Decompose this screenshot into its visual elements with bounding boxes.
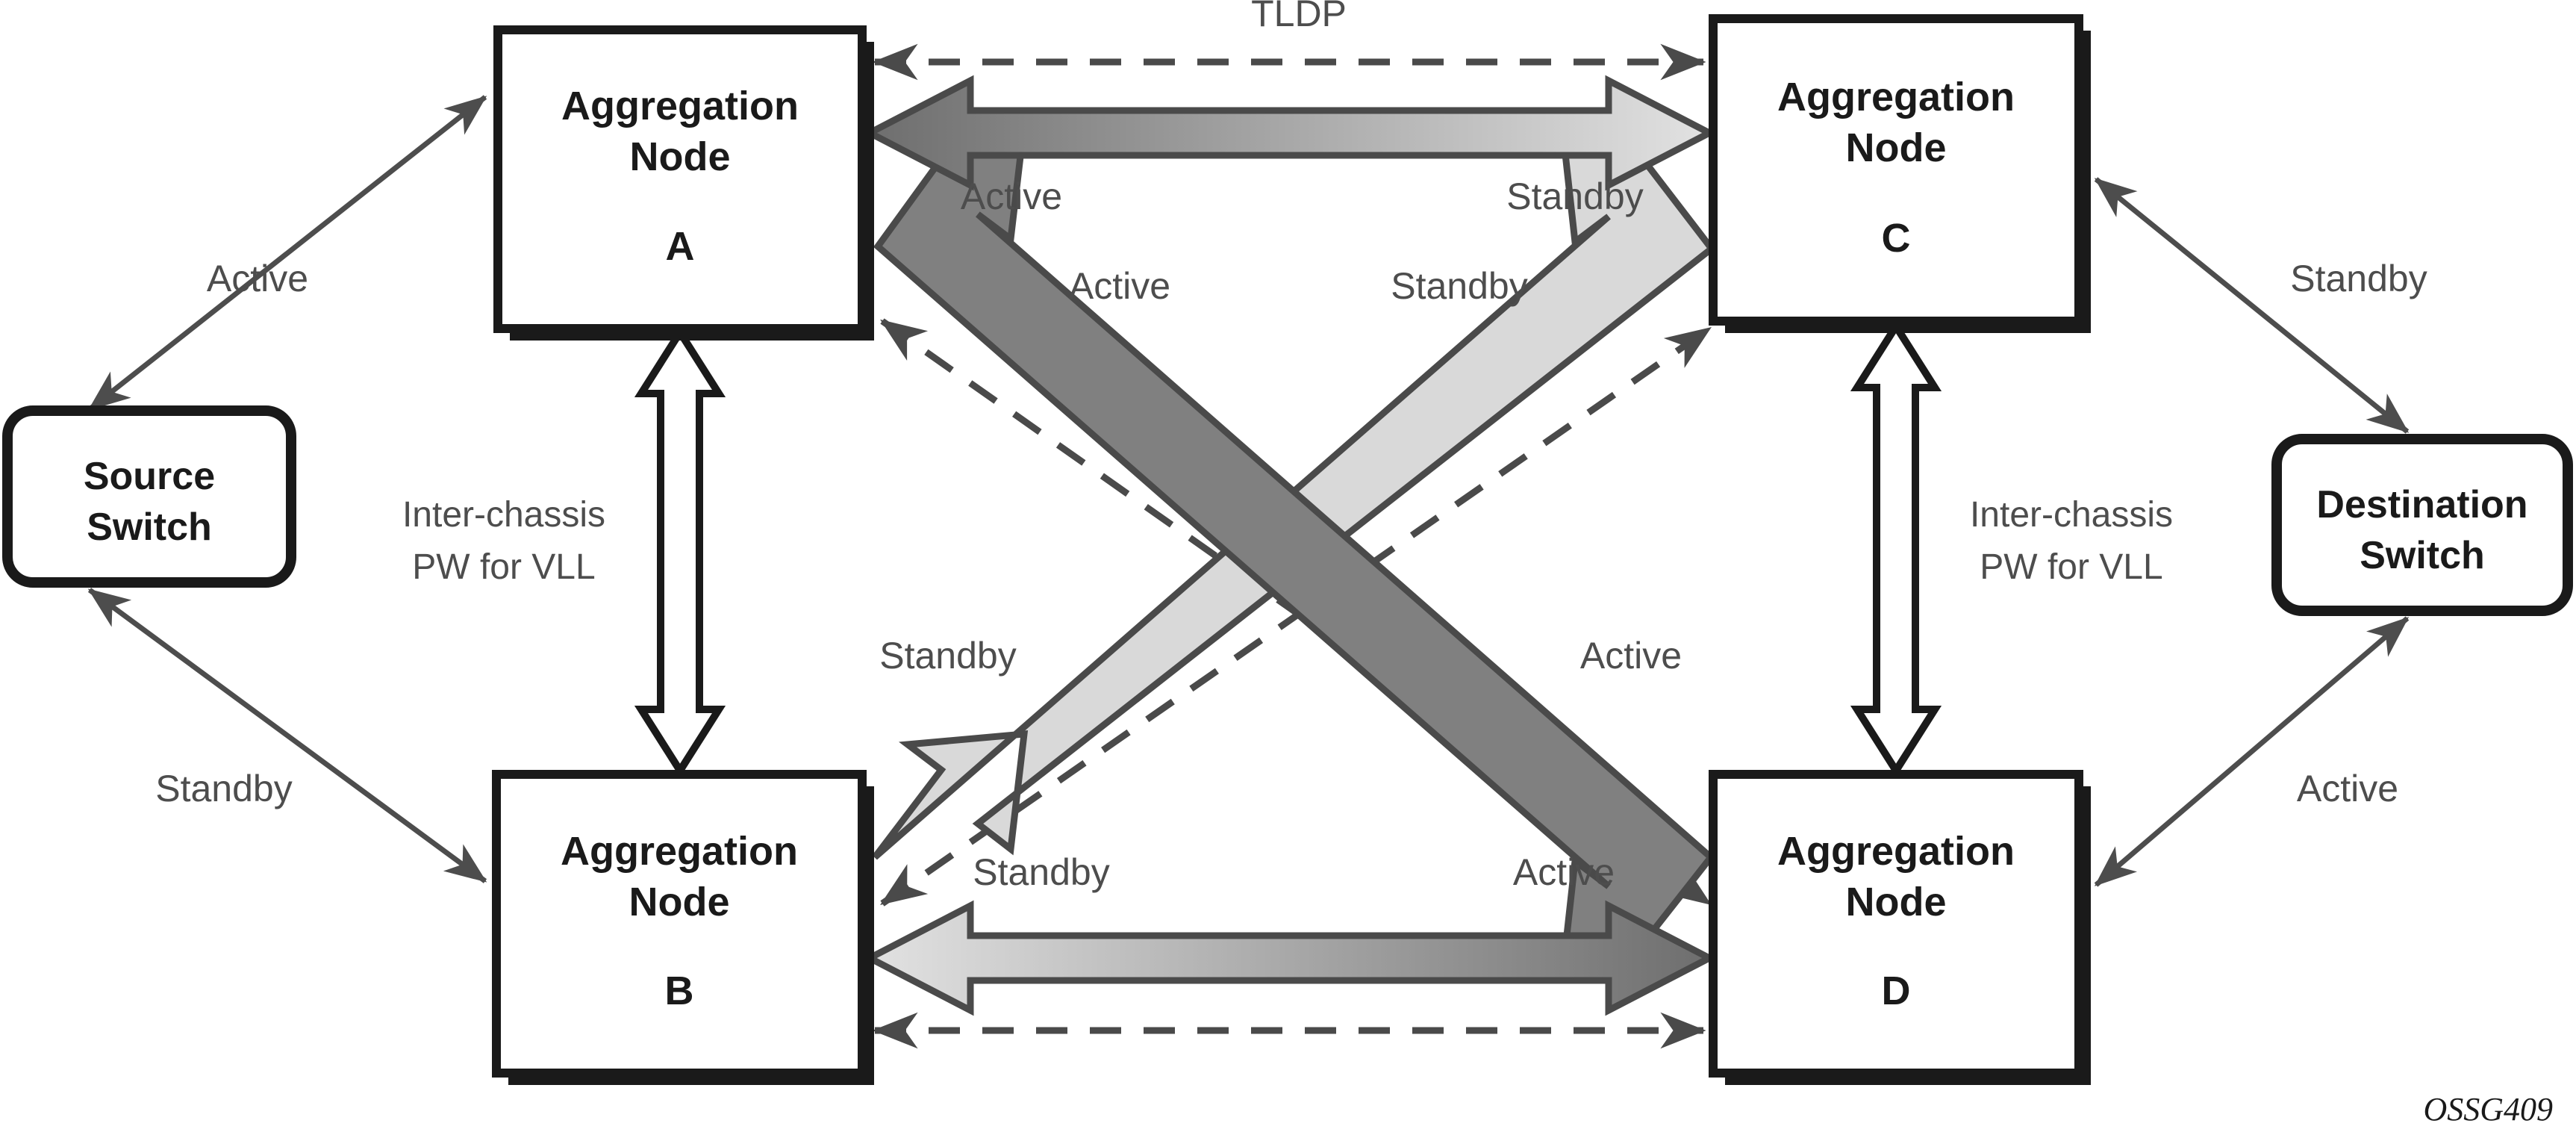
destination-switch-line2: Switch [2360,534,2485,577]
edge-source-to-node-b [87,588,487,883]
label-tldp: TLDP [1251,0,1347,34]
label-icpw-right-line1: Inter-chassis [1970,495,2173,535]
edge-source-to-node-a [87,95,487,411]
figure-id-label: OSSG409 [2423,1091,2553,1128]
node-source-switch[interactable]: Source Switch [2,405,296,588]
label-destination-active: Active [2297,768,2398,809]
node-c-title-line2: Node [1846,125,1947,170]
label-ac-right-standby: Standby [1506,175,1643,217]
node-b-letter: B [665,969,694,1013]
label-source-standby: Standby [155,768,292,809]
label-diagonal-bc-bottom-standby: Standby [879,635,1016,677]
edge-node-d-to-destination [2094,616,2410,887]
node-aggregation-c[interactable]: Aggregation Node C [1709,14,2091,333]
label-bd-right-active: Active [1513,851,1615,893]
label-diagonal-bc-top-standby: Standby [1391,265,1527,307]
node-aggregation-a[interactable]: Aggregation Node A [493,25,874,341]
source-switch-line1: Source [84,455,215,498]
destination-switch-line1: Destination [2316,483,2527,526]
label-diagonal-ad-top-active: Active [1069,265,1170,307]
node-aggregation-d[interactable]: Aggregation Node D [1709,770,2091,1085]
source-switch-line2: Switch [87,506,212,549]
node-c-letter: C [1882,216,1911,261]
node-a-title-line1: Aggregation [561,84,799,128]
node-a-title-line2: Node [630,134,731,179]
node-c-title-line1: Aggregation [1777,75,2015,119]
label-diagonal-ad-bottom-active: Active [1580,635,1682,677]
node-d-letter: D [1882,969,1911,1013]
node-b-title-line1: Aggregation [561,829,798,874]
edge-interchassis-pw-right [1850,319,1942,778]
label-bd-left-standby: Standby [973,851,1109,893]
label-destination-standby: Standby [2290,258,2427,299]
label-ac-left-active: Active [961,175,1062,217]
node-b-title-line2: Node [629,880,730,924]
node-d-title-line2: Node [1846,880,1947,924]
label-source-active: Active [207,258,308,299]
edge-node-c-to-destination [2094,177,2410,434]
node-destination-switch[interactable]: Destination Switch [2271,434,2573,616]
label-icpw-right-line2: PW for VLL [1980,547,2162,587]
edge-interchassis-pw-left [634,325,726,778]
label-icpw-left-line2: PW for VLL [412,547,595,587]
node-aggregation-b[interactable]: Aggregation Node B [492,770,874,1085]
node-d-title-line1: Aggregation [1777,829,2015,874]
node-a-letter: A [666,224,695,269]
label-icpw-left-line1: Inter-chassis [402,495,605,535]
